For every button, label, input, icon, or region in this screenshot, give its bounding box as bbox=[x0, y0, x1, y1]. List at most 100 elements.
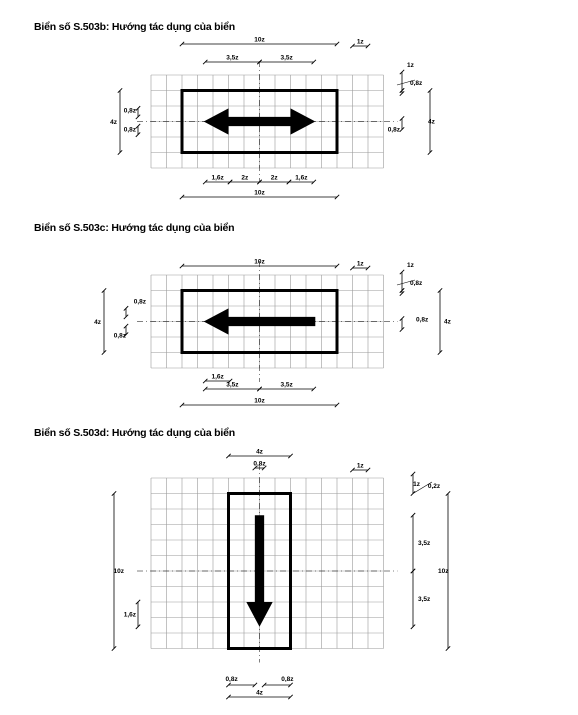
dimension-tick bbox=[334, 402, 340, 408]
dimension-tick bbox=[365, 43, 371, 49]
dimension-tick bbox=[227, 378, 233, 384]
leader-line bbox=[396, 79, 416, 86]
heading-s503d: Biển số S.503d: Hướng tác dụng của biển bbox=[34, 427, 235, 439]
dimension-tick bbox=[123, 305, 129, 311]
dimension-tick bbox=[225, 453, 232, 459]
dimension-tick bbox=[334, 41, 340, 47]
dimension-tick bbox=[334, 194, 340, 200]
dimension-label: 4z bbox=[256, 449, 264, 456]
dimension-label: 0,8z bbox=[281, 676, 294, 683]
dimension-tick bbox=[365, 467, 371, 473]
dimension-tick bbox=[256, 179, 263, 185]
dimension-tick bbox=[135, 123, 141, 129]
dimension-tick bbox=[427, 149, 433, 156]
dimension-tick bbox=[399, 326, 405, 333]
dimension-tick bbox=[135, 132, 141, 138]
dimension-tick bbox=[261, 682, 267, 688]
dimension-tick bbox=[111, 490, 117, 497]
dimension-tick bbox=[311, 59, 317, 65]
dimension-label: 1,6z bbox=[212, 374, 225, 381]
dimension-tick bbox=[135, 114, 141, 120]
dimension-label: 1z bbox=[357, 261, 365, 268]
dimension-tick bbox=[256, 386, 263, 392]
marks bbox=[101, 41, 451, 700]
dimension-tick bbox=[225, 682, 232, 688]
dimension-tick bbox=[437, 349, 443, 356]
dimension-label: 10z bbox=[438, 568, 449, 575]
dimension-label: 1z bbox=[357, 463, 365, 470]
dimension-tick bbox=[179, 41, 185, 47]
dimension-label: 1z bbox=[413, 481, 421, 488]
dimension-tick bbox=[179, 263, 185, 269]
dimension-tick bbox=[227, 179, 233, 185]
dimension-tick bbox=[202, 179, 208, 185]
dimension-tick bbox=[286, 179, 292, 185]
grids bbox=[150, 74, 384, 649]
dimension-label: 1z bbox=[407, 262, 415, 269]
dimension-label: 3,5z bbox=[280, 382, 293, 389]
dimension-label: 3,5z bbox=[226, 382, 239, 389]
left-arrow-icon bbox=[203, 308, 316, 335]
dimension-label: 3,5z bbox=[418, 540, 431, 547]
dimension-tick bbox=[410, 624, 416, 630]
dimension-label: 0,8z bbox=[410, 280, 423, 287]
dimension-tick bbox=[311, 179, 317, 185]
dimension-tick bbox=[252, 465, 258, 471]
dimension-label: 4z bbox=[428, 119, 436, 126]
dimension-label: 2z bbox=[241, 175, 249, 182]
dimension-label: 0,8z bbox=[410, 80, 423, 87]
grid-s503d bbox=[150, 477, 384, 649]
dimension-label: 10z bbox=[254, 37, 265, 44]
dimension-label: 1z bbox=[407, 62, 415, 69]
dimension-label: 1z bbox=[357, 39, 365, 46]
dimension-label: 10z bbox=[114, 568, 125, 575]
dimension-tick bbox=[225, 694, 232, 700]
dimension-tick bbox=[365, 265, 371, 271]
sign-border bbox=[180, 89, 339, 154]
dimension-tick bbox=[111, 645, 117, 652]
dimension-tick bbox=[334, 263, 340, 269]
dimension-tick bbox=[135, 105, 141, 111]
dimension-label: 3,5z bbox=[226, 55, 239, 62]
dimension-tick bbox=[123, 332, 129, 338]
dimension-tick bbox=[399, 115, 405, 122]
dimension-label: 0,8z bbox=[124, 127, 137, 134]
dimension-label: 0,8z bbox=[134, 299, 147, 306]
dimension-tick bbox=[287, 682, 294, 688]
dimension-label: 3,5z bbox=[280, 55, 293, 62]
leader-line bbox=[396, 279, 416, 286]
dimension-tick bbox=[399, 287, 405, 294]
dimension-label: 10z bbox=[254, 259, 265, 266]
dimension-label: 1,6z bbox=[212, 175, 225, 182]
dimension-tick bbox=[349, 43, 356, 49]
dimension-tick bbox=[287, 694, 294, 700]
sign-border bbox=[180, 289, 339, 354]
dimension-label: 10z bbox=[254, 398, 265, 405]
dimension-tick bbox=[410, 471, 416, 477]
dimension-tick bbox=[410, 568, 416, 574]
dimension-tick bbox=[399, 290, 405, 297]
dimension-label: 3,5z bbox=[418, 596, 431, 603]
dimension-tick bbox=[349, 265, 356, 271]
dimension-tick bbox=[202, 386, 208, 392]
dimension-label: 0,2z bbox=[428, 483, 441, 490]
dimension-tick bbox=[123, 323, 129, 329]
dimension-label: 0,8z bbox=[225, 676, 238, 683]
dimension-tick bbox=[399, 315, 405, 322]
labels: 10z 3,5z 3,5z 1z 4z 0,8z 0,8z 1z 0,8z 4z 0,8z 1,6z 2… bbox=[94, 37, 451, 697]
dimension-tick bbox=[445, 645, 451, 652]
dimension-tick bbox=[179, 402, 185, 408]
dimension-label: 0,8z bbox=[124, 108, 137, 115]
dimension-tick bbox=[437, 287, 443, 294]
dimension-tick bbox=[261, 465, 267, 471]
sign-border bbox=[227, 492, 292, 650]
dimension-tick bbox=[179, 194, 185, 200]
dimension-label: 4z bbox=[94, 319, 102, 326]
dimension-tick bbox=[101, 349, 107, 356]
dimension-tick bbox=[256, 59, 263, 65]
dimension-label: 0,8z bbox=[114, 333, 127, 340]
dimension-label: 0,8z bbox=[388, 127, 401, 134]
leader-line bbox=[412, 481, 433, 494]
dimension-label: 4z bbox=[256, 690, 264, 697]
